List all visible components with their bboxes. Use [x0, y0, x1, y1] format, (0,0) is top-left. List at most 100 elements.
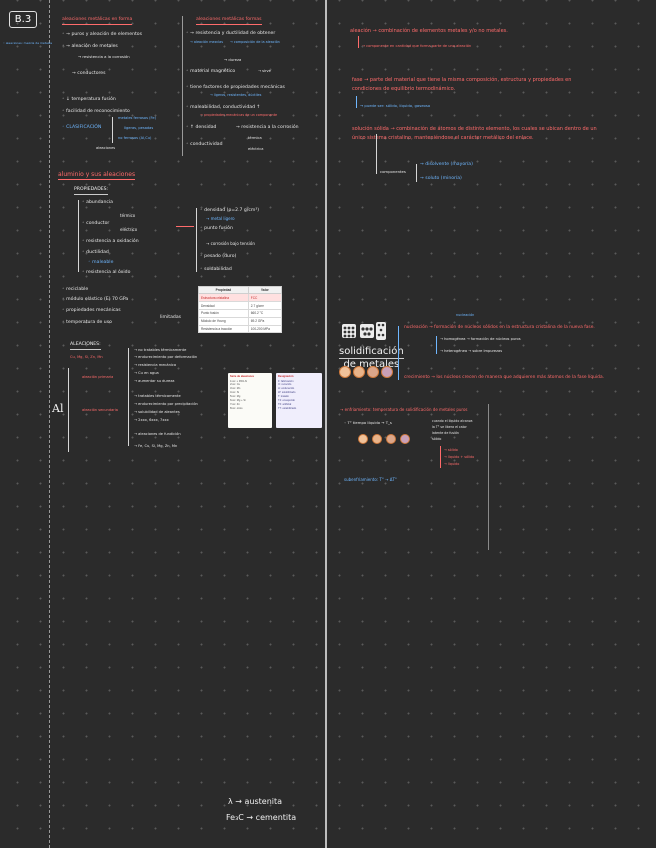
fase-sub: → puede ser: sólido, líquido, gaseoso [360, 104, 430, 108]
grain-disc [353, 366, 365, 378]
col2-item-4: ◦ material magnético [186, 70, 235, 75]
col2-item-0: ◦ → resistencia y ductilidad de obtener [186, 32, 275, 37]
card-line: 7xxx: Zn [230, 403, 270, 406]
nucleacion-definition: nucleación → formación de núcleos sólido… [404, 326, 595, 330]
aleaciones-heading: ALEACIONES: [70, 343, 101, 350]
table-cell: FCC [248, 294, 281, 302]
col1-item-0: ◦ → puros y aleación de elementos [62, 33, 142, 38]
col1-item-7: metales ferrosos (Fe) [118, 117, 156, 121]
card-line: 3xxx: Mn [230, 387, 270, 390]
solid-sample-disc [386, 434, 396, 444]
t-note-2: latente de fusión [432, 432, 459, 435]
componentes-label: componentes [380, 170, 406, 174]
aleaciones-branch-8: → 2xxx, 6xxx, 7xxx [134, 419, 169, 423]
t-label: ◦ T° tiempo líquido → T_s [344, 421, 392, 425]
solidificacion-title-1: solidificación [339, 346, 404, 359]
col2-item-1: → aleación mezclas [190, 41, 223, 44]
al-left-5: ◦ ductilidad [82, 251, 109, 256]
al-bottom-3: limitadas [160, 316, 181, 321]
col2-item-9: → propiedades mecánicas de un componente [200, 114, 277, 117]
grain-disc [381, 366, 393, 378]
table-cell: 660.2 °C [248, 309, 281, 317]
col2-item-6: ◦ tiene factores de propiedades mecánica… [186, 86, 285, 91]
col1-item-4: ◦ ↓ temperatura fusión [62, 98, 116, 103]
al-left-2: térmico [120, 214, 135, 218]
col2-item-11: → resistencia a la corrosión [236, 126, 299, 131]
fase-definition-1: fase → parte del material que tiene la m… [352, 76, 602, 94]
card-line: H: endurecido [278, 387, 320, 390]
table-row: Módulo de Young 69.2 GPa [199, 317, 282, 325]
card-line: T: tratado [278, 395, 320, 398]
aluminio-bracket-right [196, 208, 197, 272]
t-branch-0: → sólido [444, 449, 458, 452]
col1-item-6: ◦ CLASIFICACIÓN [62, 126, 101, 131]
table-header-property: Propiedad [199, 287, 249, 294]
solidificacion-main-bracket [398, 326, 399, 380]
aleaciones-branch-5: → tratables térmicamente [134, 395, 181, 399]
grain-disc [339, 366, 351, 378]
table-header-value: Valor [248, 287, 281, 294]
t-branch-1: → líquido + sólido [444, 456, 474, 459]
al-bottom-1: ◦ módulo elástico (E) 70 GPa [62, 298, 128, 303]
table-cell: 100-200 MPa [248, 325, 281, 333]
card-line: 8xxx: otros [230, 407, 270, 410]
fase-bracket [356, 96, 357, 108]
al-left-7: ◦ resistencia al óxido [82, 271, 130, 276]
componentes-bracket-top [376, 134, 377, 174]
col2-item-12: ◦ conductividad [186, 143, 223, 148]
solid-sample-disc [400, 434, 410, 444]
section-badge: B.3 [9, 11, 37, 28]
al-left-4: ◦ resistencia a oxidación [82, 240, 139, 245]
col2-item-2: → composición de la aleación [230, 41, 280, 44]
aleaciones-branch-0: → no tratables térmicamente [134, 349, 186, 353]
aleaciones-bottom-bracket [128, 394, 129, 446]
card-line: 4xxx: Si [230, 391, 270, 394]
aleaciones-branch-7: → solubilidad de aleantes [134, 411, 180, 415]
page-divider [325, 0, 327, 848]
al-bottom-4: ◦ temperatura de uso [62, 321, 112, 326]
col1-item-1: ◦ → aleación de metales [62, 45, 118, 50]
aleaciones-branch-6: → endurecimiento por precipitación [134, 403, 198, 407]
aleaciones-top-bracket [128, 348, 129, 396]
nucleacion-bracket [436, 336, 437, 354]
table-row: Densidad 2.7 g/cm³ [199, 302, 282, 310]
card-line: 5xxx: Mg [230, 395, 270, 398]
al-right-5: ◦ soldabilidad [200, 268, 232, 273]
table-cell: Densidad [199, 302, 249, 310]
col2-heading: aleaciones metálicas formas [196, 18, 262, 25]
col2-item-10: ◦ ↑ densidad [186, 126, 216, 131]
note-cementita: Fe₃C → cementita [226, 814, 296, 822]
properties-table: Propiedad Valor Estructura cristalina FC… [198, 286, 282, 333]
col2-item-5: → sirve [258, 70, 271, 74]
col2-item-8: ◦ maleabilidad, conductividad ↑ [186, 106, 260, 111]
alloy-series-card: Serie de aleaciones 1xxx: ≥ 99% Al 2xxx:… [228, 373, 272, 428]
al-bottom-2: ◦ propiedades mecánicas [62, 309, 121, 314]
card-line: O: recocido [278, 383, 320, 386]
aleaciones-main-bracket [68, 368, 69, 452]
col1-item-10: aleaciones [96, 147, 115, 151]
aleaciones-branch-1: → endurecimiento por deformación [134, 356, 197, 360]
al-right-0: ◦ densidad (ρ=2.7 g/cm³) [200, 209, 259, 214]
aleaciones-sub: Cu, Mg, Si, Zn, Mn [70, 356, 103, 360]
table-row: Punto fusión 660.2 °C [199, 309, 282, 317]
card-line: 2xxx: Cu [230, 383, 270, 386]
card-title: Designación [278, 375, 320, 378]
subenfriamiento: subenfriamiento: T° → ΔT° [344, 478, 397, 482]
al-right-3: → corrosión bajo tensión [206, 242, 255, 246]
col2-item-7: → ligeros, resistentes, dúctiles [210, 94, 261, 97]
componentes-bracket [416, 164, 417, 182]
aluminio-subheading: PROPIEDADES: [74, 188, 108, 195]
aluminio-bracket-left [78, 200, 79, 272]
col1-heading: aleaciones metálicas en forma [62, 18, 132, 25]
crecimiento-definition: crecimiento → los núcleos crecen de mane… [404, 376, 604, 380]
nucleacion-top-label: nucleación [456, 314, 474, 317]
col2-item-13: térmica [248, 137, 262, 141]
card-line: T6: artificial [278, 403, 320, 406]
al-right-2: ◦ punto fusión [200, 227, 233, 232]
table-cell: Resistencia a tracción [199, 325, 249, 333]
solucion-definition: solución sólida → combinación de átomos … [352, 125, 600, 143]
aleaciones-branch-2: → resistencia mecánica [134, 364, 176, 368]
aleacion-definition: aleación → combinación de elementos meta… [350, 29, 508, 34]
al-left-0: ◦ abundancia [82, 201, 113, 206]
